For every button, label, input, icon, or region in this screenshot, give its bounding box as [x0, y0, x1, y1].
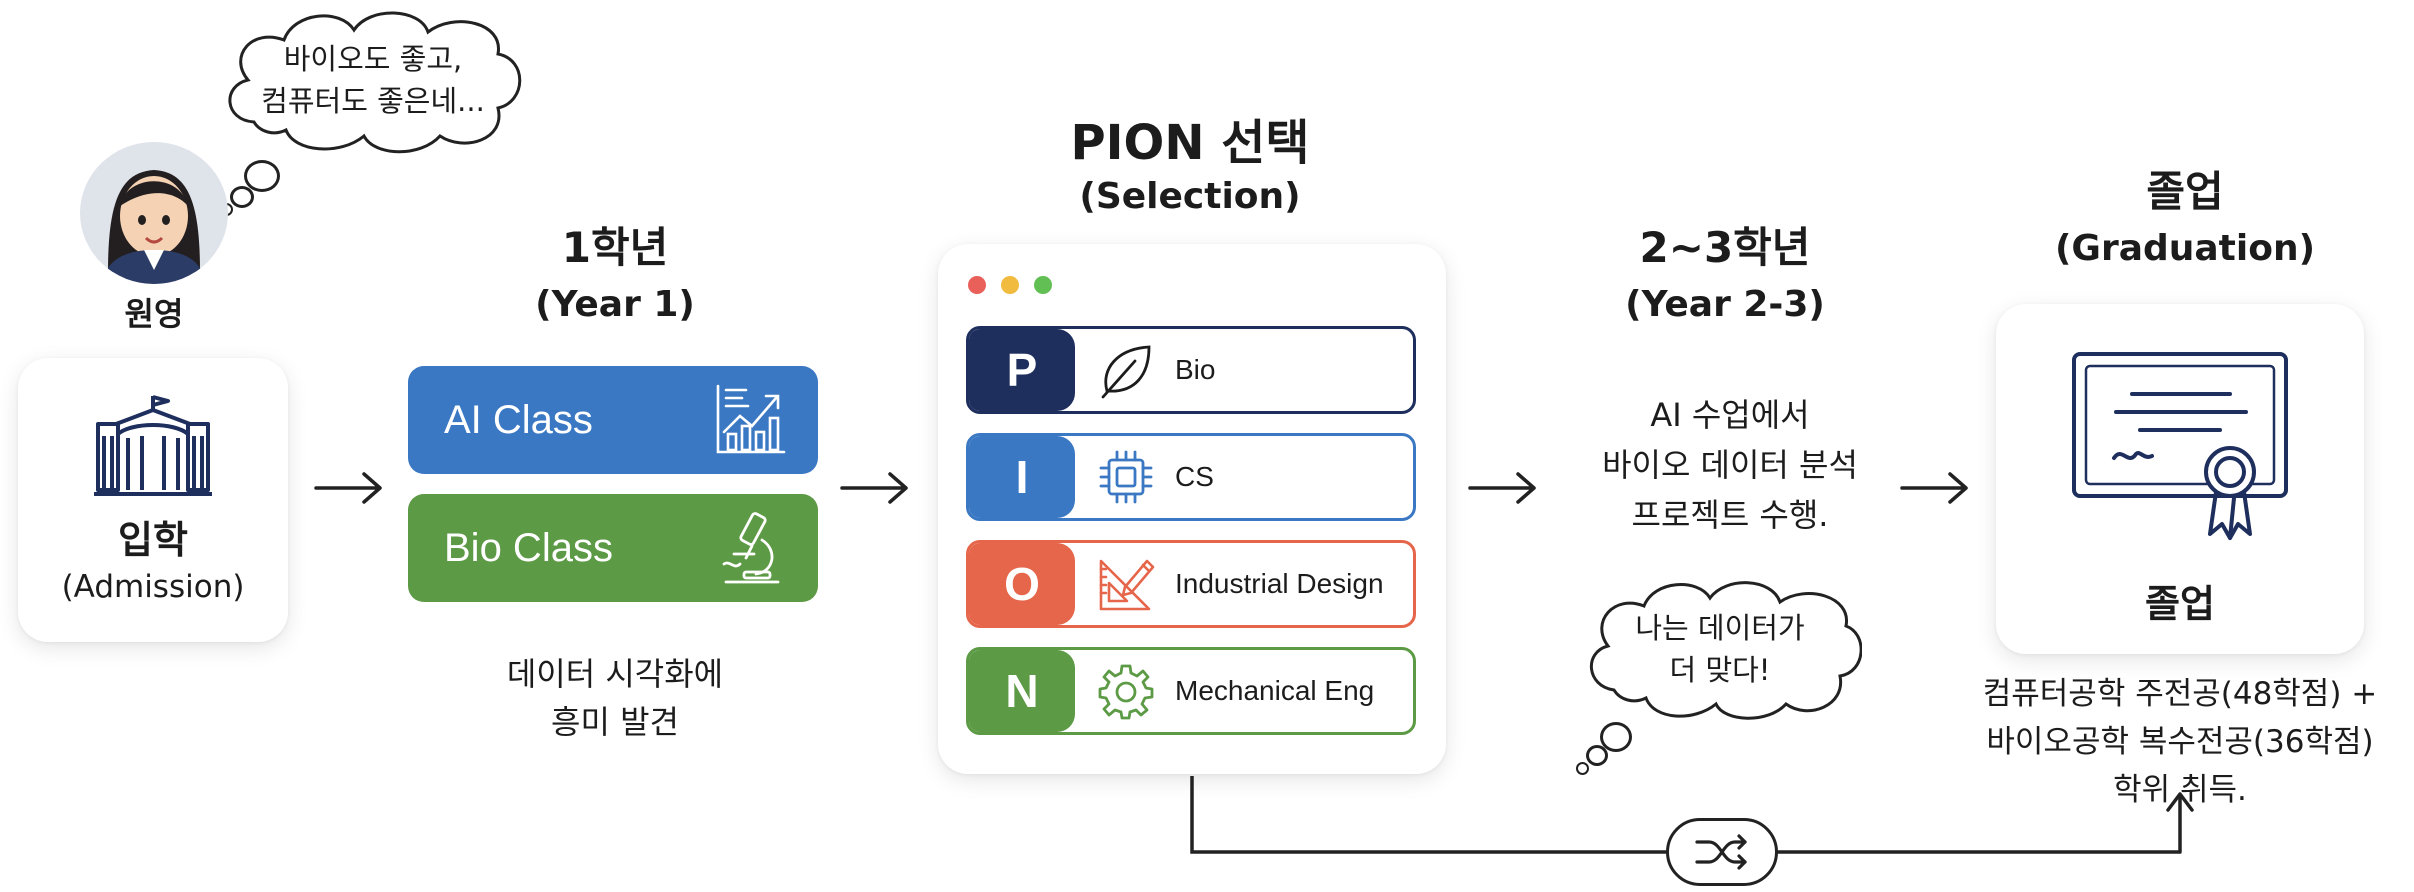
pion-label-bio: Bio — [1175, 354, 1216, 385]
thought-dot-small-2 — [1576, 762, 1589, 775]
student-name: 원영 — [124, 295, 184, 333]
year23-thought-text: 나는 데이터가 더 맞다! — [1635, 611, 1805, 687]
year1-title: 1학년 — [561, 223, 669, 272]
year1-subtitle: (Year 1) — [535, 284, 695, 325]
shuffle-switch-button[interactable] — [1666, 818, 1778, 886]
chart-icon — [716, 384, 786, 454]
year23-thought-bubble: 나는 데이터가 더 맞다! — [1578, 574, 1862, 724]
chip-icon — [1099, 450, 1153, 504]
window-dot-red — [968, 276, 986, 294]
graduation-subtitle: (Graduation) — [2054, 228, 2316, 269]
shuffle-icon — [1695, 834, 1747, 870]
bio-class-button[interactable]: Bio Class — [408, 494, 818, 602]
pion-option-bio[interactable]: P Bio — [966, 326, 1416, 414]
graduation-card: 졸업 — [1996, 304, 2364, 654]
flow-arrow-2 — [840, 472, 908, 504]
pion-option-cs[interactable]: I CS — [966, 433, 1416, 521]
switch-connector-line — [1190, 776, 2194, 854]
window-dot-yellow — [1001, 276, 1019, 294]
flow-arrow-3 — [1468, 472, 1536, 504]
year23-subtitle: (Year 2-3) — [1625, 284, 1825, 325]
graduation-card-label: 졸업 — [2145, 582, 2215, 626]
pion-letter-p: P — [969, 329, 1075, 411]
graduation-description: 컴퓨터공학 주전공(48학점) + 바이오공학 복수전공(36학점) 학위 취득… — [1982, 676, 2378, 808]
pion-option-industrial-design[interactable]: O Industrial Design — [966, 540, 1416, 628]
pion-option-mechanical-eng[interactable]: N Mechanical Eng — [966, 647, 1416, 735]
student-thought-text: 바이오도 좋고, 컴퓨터도 좋은네... — [261, 42, 485, 118]
pion-letter-o: O — [969, 543, 1075, 625]
selection-subtitle: (Selection) — [1079, 176, 1301, 217]
diploma-icon — [2072, 352, 2288, 540]
thought-dot-medium — [230, 186, 254, 208]
thought-dot-large-2 — [1600, 722, 1632, 752]
leaf-icon — [1101, 345, 1151, 399]
year23-title: 2~3학년 — [1639, 223, 1811, 272]
pion-label-cs: CS — [1175, 461, 1214, 492]
year1-note: 데이터 시각화에 흥미 발견 — [506, 655, 724, 741]
pion-label-industrial-design: Industrial Design — [1175, 568, 1384, 599]
ai-class-label: AI Class — [444, 397, 593, 442]
pion-letter-i: I — [969, 436, 1075, 518]
admission-title: 입학 — [118, 518, 188, 562]
gear-icon — [1098, 664, 1154, 720]
microscope-icon — [722, 512, 780, 584]
selection-title: PION 선택 — [1070, 115, 1310, 171]
flow-arrow-1 — [314, 472, 382, 504]
student-thought-bubble: 바이오도 좋고, 컴퓨터도 좋은네... — [214, 2, 532, 158]
graduation-title: 졸업 — [2146, 167, 2224, 216]
bio-class-label: Bio Class — [444, 525, 613, 570]
flow-arrow-4 — [1900, 472, 1968, 504]
admission-card: 입학 (Admission) — [18, 358, 288, 642]
window-dot-green — [1034, 276, 1052, 294]
ruler-pencil-icon — [1099, 559, 1155, 611]
ai-class-button[interactable]: AI Class — [408, 366, 818, 474]
university-building-icon — [94, 395, 212, 496]
pion-label-mechanical-eng: Mechanical Eng — [1175, 675, 1375, 706]
thought-dot-large — [244, 160, 280, 192]
pion-letter-n: N — [969, 650, 1075, 732]
year23-description: AI 수업에서 바이오 데이터 분석 프로젝트 수행. — [1602, 396, 1858, 534]
student-avatar — [80, 142, 228, 284]
admission-subtitle: (Admission) — [61, 569, 245, 605]
thought-dot-medium-2 — [1586, 745, 1608, 766]
